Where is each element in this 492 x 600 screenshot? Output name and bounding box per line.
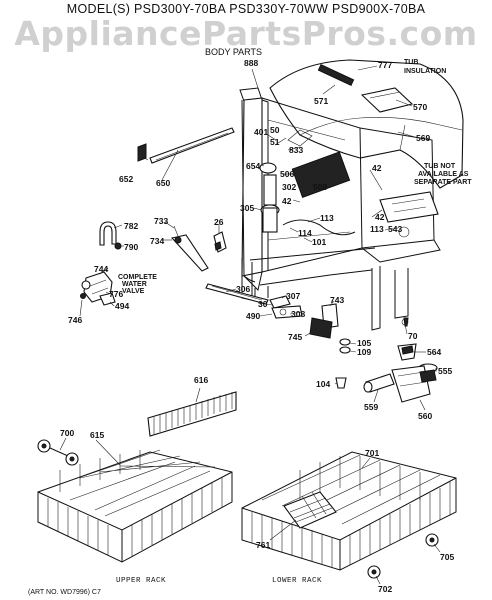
note-complete-valve-line1: COMPLETE: [118, 274, 157, 281]
watermark: AppliancePartsPros.com: [14, 14, 478, 53]
right-small-parts-drawing: [335, 317, 438, 403]
part-label-104: 104: [316, 379, 330, 389]
part-labels: 777 888 571 570 569 401 50 51 833 654 50…: [60, 58, 454, 594]
part-label-30: 30: [258, 299, 268, 309]
part-label-652: 652: [119, 174, 133, 184]
part-label-506: 506: [280, 169, 294, 179]
note-tub-not-available-line2: AVAILABLE AS: [418, 171, 469, 178]
part-label-70: 70: [408, 331, 418, 341]
note-tub-insulation-line1: TUB: [404, 59, 418, 66]
part-label-705: 705: [440, 552, 454, 562]
part-label-494: 494: [115, 301, 129, 311]
part-label-50: 50: [270, 125, 280, 135]
tub-frame-drawing: [239, 87, 441, 331]
tub-insulation-drawing: [269, 59, 464, 189]
rack-guard-drawing: [147, 391, 237, 437]
caption-lower-rack: LOWER RACK: [272, 577, 322, 585]
art-number: (ART NO. WD7996) C7: [28, 589, 101, 596]
section-title: BODY PARTS: [205, 47, 263, 57]
part-label-761: 761: [256, 540, 270, 550]
part-label-733: 733: [154, 216, 168, 226]
part-label-42-top: 42: [372, 163, 382, 173]
part-label-564: 564: [427, 347, 441, 357]
part-label-105: 105: [357, 338, 371, 348]
part-label-306: 306: [236, 284, 250, 294]
part-label-833: 833: [289, 145, 303, 155]
note-tub-not-available-line1: TUB NOT: [424, 163, 456, 170]
part-label-559: 559: [364, 402, 378, 412]
leader-lines: [59, 65, 441, 585]
part-label-650: 650: [156, 178, 170, 188]
part-label-114: 114: [298, 228, 312, 238]
part-label-42-right: 42: [375, 212, 385, 222]
part-label-616: 616: [194, 375, 208, 385]
part-label-508: 508: [313, 182, 327, 192]
part-label-560: 560: [418, 411, 432, 421]
part-label-746: 746: [68, 315, 82, 325]
part-label-570: 570: [413, 102, 427, 112]
part-label-701: 701: [365, 448, 379, 458]
part-label-401: 401: [254, 127, 268, 137]
note-complete-valve-line3: VALVE: [122, 288, 145, 295]
part-label-571: 571: [314, 96, 328, 106]
part-label-26: 26: [214, 217, 224, 227]
lower-rack-drawing: [241, 451, 457, 579]
part-label-113-left: 113: [320, 213, 334, 223]
part-label-109: 109: [357, 347, 371, 357]
model-list: MODEL(S) PSD300Y-70BA PSD330Y-70WW PSD90…: [66, 2, 426, 16]
part-label-790: 790: [124, 242, 138, 252]
part-label-734: 734: [150, 236, 164, 246]
part-label-113-right: 113: [370, 224, 384, 234]
part-label-307: 307: [286, 291, 300, 301]
left-parts-drawing: [80, 127, 339, 339]
part-label-569: 569: [416, 133, 430, 143]
part-label-308: 308: [291, 309, 305, 319]
part-label-782: 782: [124, 221, 138, 231]
part-label-744: 744: [94, 264, 108, 274]
part-label-776: 776: [109, 289, 123, 299]
part-label-888: 888: [244, 58, 258, 68]
part-label-702: 702: [378, 584, 392, 594]
caption-upper-rack: UPPER RACK: [116, 577, 166, 585]
part-label-42-left: 42: [282, 196, 292, 206]
captions: UPPER RACK LOWER RACK (ART NO. WD7996) C…: [28, 577, 322, 596]
part-label-543: 543: [388, 224, 402, 234]
part-label-700: 700: [60, 428, 74, 438]
part-label-743: 743: [330, 295, 344, 305]
part-label-305: 305: [240, 203, 254, 213]
part-label-615: 615: [90, 430, 104, 440]
part-label-555: 555: [438, 366, 452, 376]
part-label-490: 490: [246, 311, 260, 321]
part-label-777: 777: [378, 60, 392, 70]
part-label-51: 51: [270, 137, 280, 147]
part-label-654: 654: [246, 161, 260, 171]
note-complete-valve-line2: WATER: [122, 281, 147, 288]
upper-rack-drawing: [37, 439, 233, 563]
note-tub-insulation-line2: INSULATION: [404, 68, 446, 75]
part-label-101: 101: [312, 237, 326, 247]
notes: TUB INSULATION TUB NOT AVAILABLE AS SEPA…: [118, 59, 472, 295]
part-label-745: 745: [288, 332, 302, 342]
part-label-302: 302: [282, 182, 296, 192]
note-tub-not-available-line3: SEPARATE PART: [414, 179, 472, 186]
